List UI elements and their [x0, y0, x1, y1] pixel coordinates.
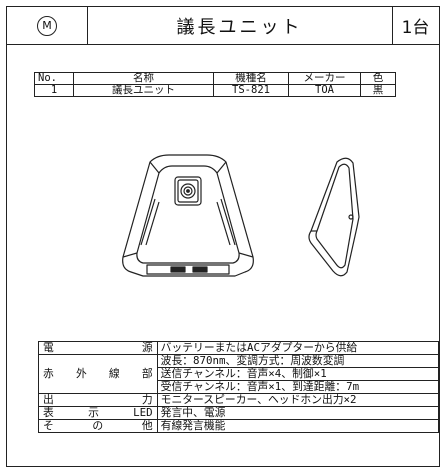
- spec-row-power: 電源 バッテリーまたはACアダプターから供給: [38, 341, 440, 355]
- front-edge-line: [238, 252, 254, 258]
- mic-mount-inner: [177, 179, 199, 203]
- side-view: [308, 157, 360, 277]
- vent-line: [140, 198, 156, 246]
- front-edge-line: [149, 161, 160, 174]
- cell-model: TS-821: [213, 84, 289, 97]
- vent-line: [216, 201, 231, 246]
- spec-row-output: 出力 モニタースピーカー、ヘッドホン出力×2: [38, 393, 440, 407]
- spec-label-other: その他: [38, 419, 158, 433]
- vent-line: [220, 198, 236, 246]
- mic-socket: [180, 183, 196, 199]
- spec-label-led: 表示LED: [38, 406, 158, 420]
- spec-label-output: 出力: [38, 393, 158, 407]
- spec-value-infrared-transmit: 送信チャンネル：音声×4、制御×1: [156, 367, 440, 381]
- column-header-maker: メーカー: [288, 72, 361, 85]
- cell-no: 1: [34, 84, 74, 97]
- spec-row-other: その他 有線発言機能: [38, 419, 440, 433]
- column-header-name: 名称: [73, 72, 214, 85]
- spec-value-led: 発言中、電源: [156, 406, 440, 420]
- spec-value-power: バッテリーまたはACアダプターから供給: [156, 341, 440, 355]
- mic-mount: [174, 176, 202, 206]
- front-bottom-bar: [146, 264, 230, 275]
- spec-value-output: モニタースピーカー、ヘッドホン出力×2: [156, 393, 440, 407]
- spec-sheet: M 議長ユニット 1台 No. 名称 機種名 メーカー 色 1 議長ユニット T…: [6, 6, 440, 467]
- front-outline: [122, 154, 254, 277]
- cell-maker: TOA: [288, 84, 361, 97]
- front-button: [170, 266, 186, 273]
- spec-value-infrared-wavelength: 波長：870nm、変調方式：周波数変調: [156, 354, 440, 368]
- cell-color: 黒: [360, 84, 396, 97]
- column-header-no: No.: [34, 72, 74, 85]
- cell-name: 議長ユニット: [73, 84, 214, 97]
- column-header-model: 機種名: [213, 72, 289, 85]
- mic-socket-pin: [186, 189, 190, 193]
- quantity-label: 1台: [401, 18, 430, 38]
- parts-table: No. 名称 機種名 メーカー 色 1 議長ユニット TS-821 TOA 黒: [34, 72, 396, 97]
- sheet-header: M 議長ユニット 1台: [7, 7, 439, 45]
- spec-row-infrared: 赤外線部 波長：870nm、変調方式：周波数変調: [38, 354, 440, 394]
- spec-row-led: 表示LED 発言中、電源: [38, 406, 440, 420]
- mark-cell: M: [7, 7, 88, 44]
- spec-label-power: 電源: [38, 341, 158, 355]
- front-button: [192, 266, 208, 273]
- spec-label-infrared: 赤外線部: [38, 354, 158, 394]
- table-row: 1 議長ユニット TS-821 TOA 黒: [34, 84, 396, 97]
- spec-value-infrared-receive: 受信チャンネル：音声×1、到達距離：7m: [156, 380, 440, 394]
- vent-line: [145, 201, 160, 246]
- table-header-row: No. 名称 機種名 メーカー 色: [34, 72, 396, 85]
- front-view: [122, 154, 254, 277]
- product-drawing: [122, 154, 360, 277]
- front-edge-line: [216, 161, 227, 174]
- side-socket: [348, 214, 354, 220]
- spec-value-other: 有線発言機能: [156, 419, 440, 433]
- mark-badge: M: [37, 15, 57, 36]
- column-header-color: 色: [360, 72, 396, 85]
- mic-socket-core: [183, 186, 193, 196]
- page-title: 議長ユニット: [87, 7, 393, 44]
- side-outline: [308, 157, 360, 277]
- front-edge-line: [122, 252, 138, 258]
- side-inner-outline: [315, 163, 354, 269]
- specs-table: 電源 バッテリーまたはACアダプターから供給 赤外線部 波長：870nm、変調方…: [38, 341, 440, 433]
